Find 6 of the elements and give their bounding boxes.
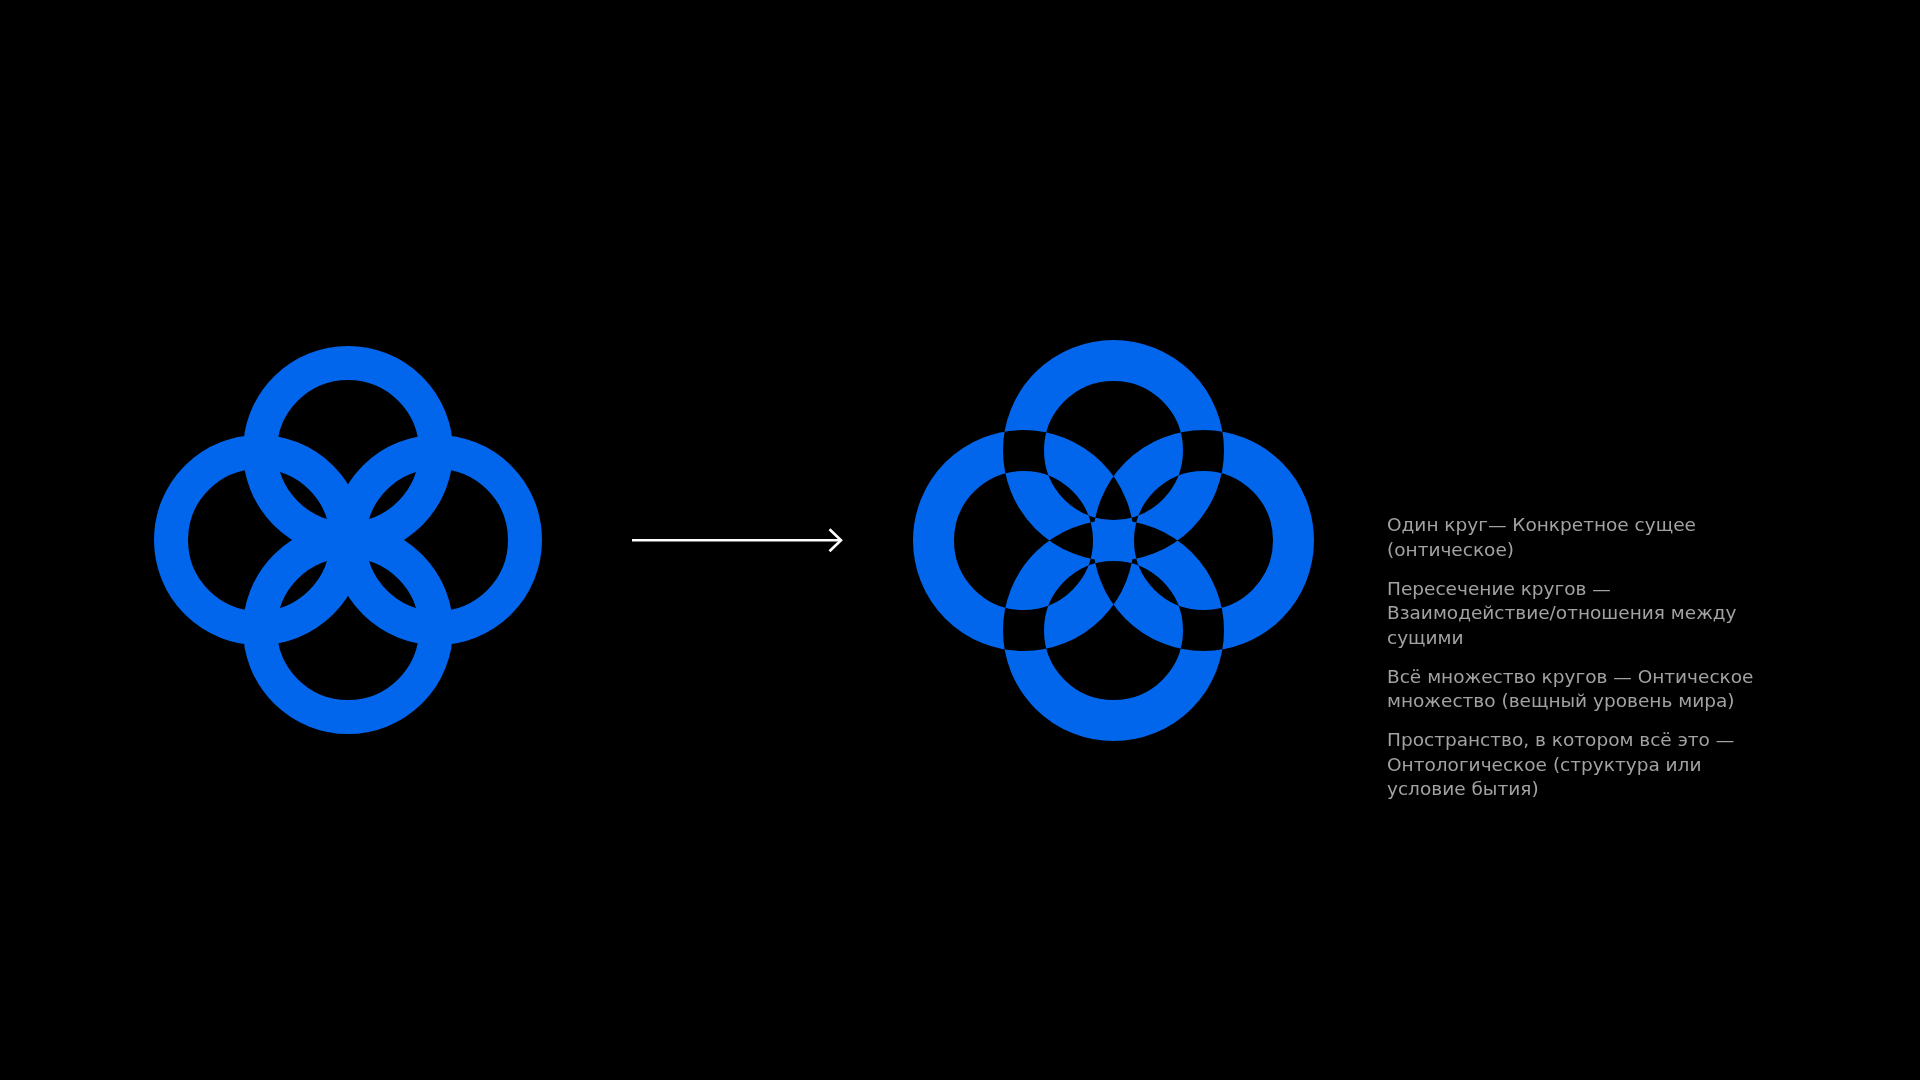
description-text: Всё множество кругов — Онтическое множество (вещный уровень мира)	[1387, 664, 1755, 713]
overlapping-rings-illustration	[154, 346, 542, 734]
description-text: Пространство, в котором всё это — Онтологическое (структура или условие бытия)	[1387, 728, 1736, 801]
description-text: Пересечение кругов — Взаимодействие/отношения между сущими	[1387, 576, 1738, 650]
description-text: Один круг— Конкретное сущее (онтическое)	[1387, 513, 1697, 562]
arrow	[632, 527, 843, 553]
